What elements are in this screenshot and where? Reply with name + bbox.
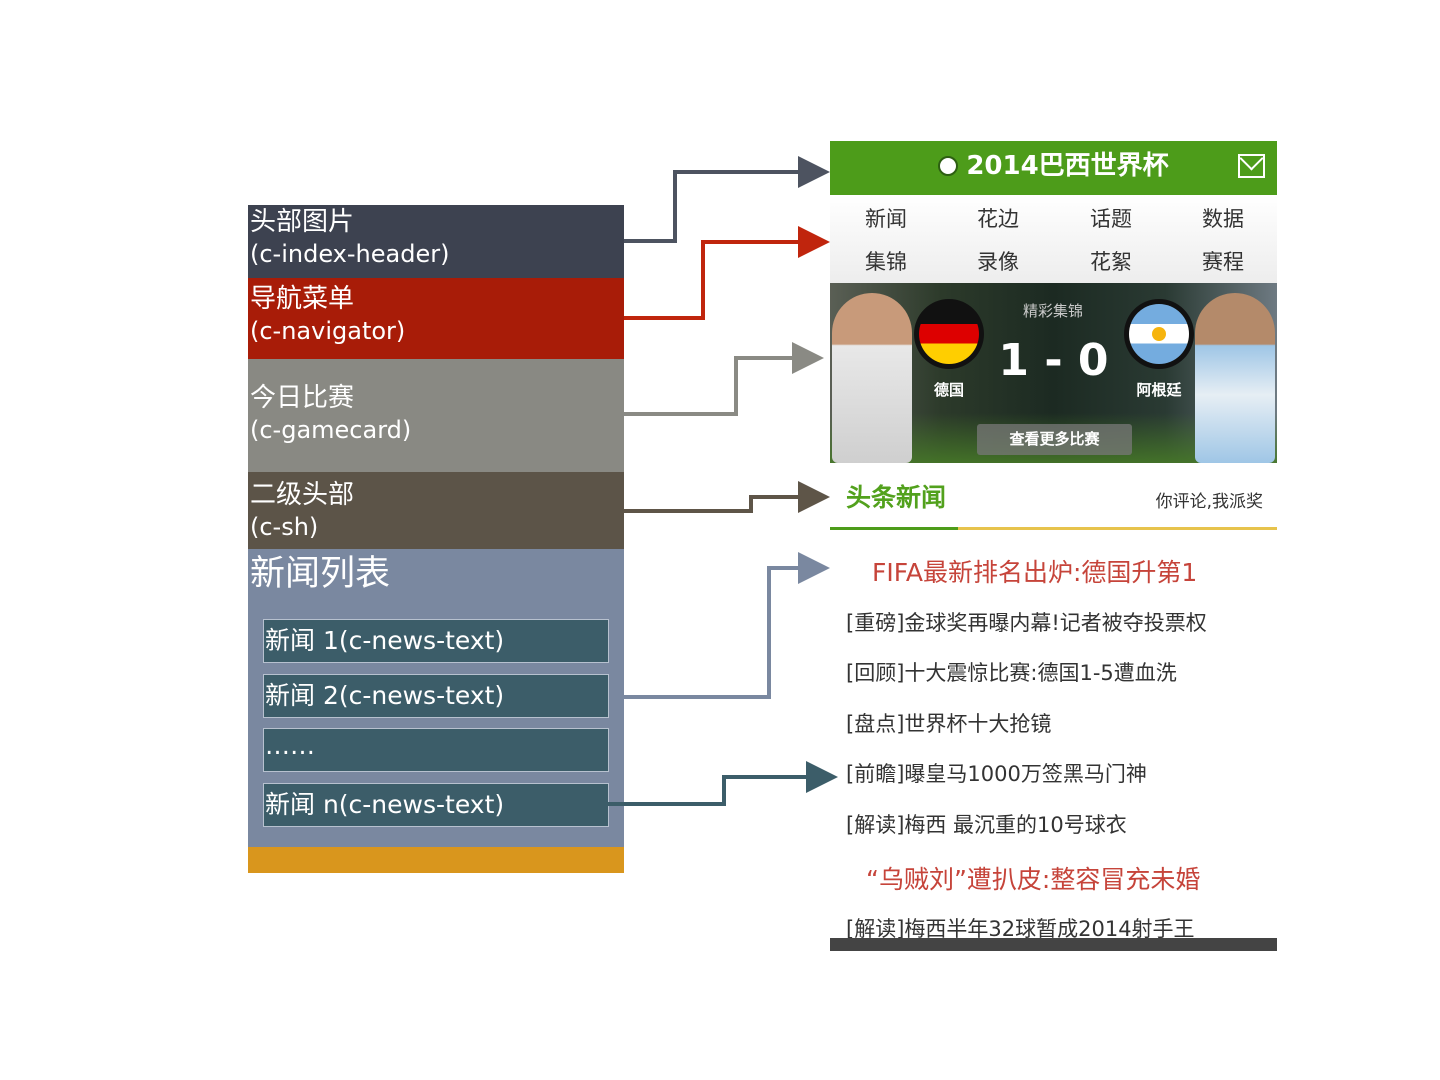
nav-item-videos[interactable]: 录像 bbox=[977, 250, 1019, 274]
news-text-box: 新闻 n(c-news-text) bbox=[263, 783, 609, 827]
player-photo-left bbox=[832, 293, 912, 463]
nav-item-behind-scenes[interactable]: 花絮 bbox=[1090, 250, 1132, 274]
news-item[interactable]: [回顾]十大震惊比赛:德国1-5遭血洗 bbox=[846, 661, 1177, 685]
nav-item-gossip[interactable]: 花边 bbox=[977, 207, 1019, 231]
news-list-block-label: 新闻列表 bbox=[250, 554, 391, 594]
phone-header-title: 2014巴西世界杯 bbox=[830, 141, 1277, 191]
section-header: 头条新闻 你评论,我派奖 bbox=[830, 479, 1277, 530]
news-item[interactable]: [盘点]世界杯十大抢镜 bbox=[846, 712, 1052, 736]
arrow-sh bbox=[624, 481, 830, 513]
match-score: 1 - 0 bbox=[998, 335, 1109, 386]
news-item[interactable]: [解读]梅西 最沉重的10号球衣 bbox=[846, 813, 1127, 837]
sh-block-label: 二级头部 bbox=[250, 480, 355, 510]
team-home-name: 德国 bbox=[933, 381, 964, 399]
arrow-navigator bbox=[624, 226, 830, 320]
section-title: 头条新闻 bbox=[846, 483, 947, 512]
news-text-box: 新闻 2(c-news-text) bbox=[263, 674, 609, 718]
arrow-news-item bbox=[608, 761, 838, 806]
header-block: 头部图片 (c-index-header) bbox=[248, 205, 624, 278]
nav-item-topics[interactable]: 话题 bbox=[1090, 207, 1132, 231]
section-title-underline bbox=[830, 527, 958, 530]
highlight-label: 精彩集锦 bbox=[1022, 302, 1083, 320]
soccer-ball-icon bbox=[938, 156, 959, 176]
germany-flag-icon bbox=[914, 299, 984, 369]
arrow-news-list bbox=[624, 552, 830, 699]
news-text-box-ellipsis: …… bbox=[263, 728, 609, 772]
gamecard-block: 今日比赛 (c-gamecard) bbox=[248, 359, 624, 472]
game-card[interactable]: 德国 阿根廷 精彩集锦 1 - 0 bbox=[830, 283, 1277, 463]
arrow-header bbox=[624, 156, 830, 243]
news-headline[interactable]: “乌贼刘”遭扒皮:整容冒充未婚 bbox=[866, 865, 1201, 894]
navigator-block-code: (c-navigator) bbox=[250, 317, 406, 345]
nav-item-news[interactable]: 新闻 bbox=[865, 207, 907, 231]
more-matches-button[interactable]: 查看更多比赛 bbox=[977, 424, 1132, 455]
news-headline[interactable]: FIFA最新排名出炉:德国升第1 bbox=[872, 558, 1198, 587]
news-item[interactable]: [重磅]金球奖再曝内幕!记者被夺投票权 bbox=[846, 611, 1207, 635]
sh-block-code: (c-sh) bbox=[250, 513, 319, 541]
header-block-code: (c-index-header) bbox=[250, 240, 450, 268]
news-item[interactable]: [解读]梅西半年32球暂成2014射手王 bbox=[846, 917, 1195, 941]
gamecard-block-label: 今日比赛 bbox=[250, 383, 355, 413]
nav-item-highlights[interactable]: 集锦 bbox=[865, 250, 907, 274]
sh-block: 二级头部 (c-sh) bbox=[248, 472, 624, 549]
navigator-block: 导航菜单 (c-navigator) bbox=[248, 278, 624, 359]
nav-item-data[interactable]: 数据 bbox=[1202, 207, 1244, 231]
team-away-name: 阿根廷 bbox=[1136, 381, 1182, 399]
nav-item-schedule[interactable]: 赛程 bbox=[1202, 250, 1244, 274]
news-text-box: 新闻 1(c-news-text) bbox=[263, 619, 609, 663]
arrow-gamecard bbox=[624, 342, 824, 416]
phone-screenshot: 2014巴西世界杯 新闻 花边 话题 数据 集锦 录像 花絮 赛程 德国 阿根廷… bbox=[830, 141, 1277, 951]
section-right-link[interactable]: 你评论,我派奖 bbox=[1155, 492, 1263, 512]
news-item[interactable]: [前瞻]曝皇马1000万签黑马门神 bbox=[846, 762, 1147, 786]
phone-bottom-bar bbox=[830, 938, 1277, 951]
argentina-flag-icon bbox=[1124, 299, 1194, 369]
phone-nav: 新闻 花边 话题 数据 集锦 录像 花絮 赛程 bbox=[830, 195, 1277, 283]
gamecard-block-code: (c-gamecard) bbox=[250, 416, 412, 444]
navigator-block-label: 导航菜单 bbox=[250, 284, 355, 314]
mail-icon[interactable] bbox=[1238, 154, 1265, 178]
header-block-label: 头部图片 bbox=[250, 207, 355, 237]
phone-header: 2014巴西世界杯 bbox=[830, 141, 1277, 195]
footer-block bbox=[248, 847, 624, 873]
phone-header-title-text: 2014巴西世界杯 bbox=[966, 151, 1169, 181]
player-photo-right bbox=[1195, 293, 1275, 463]
